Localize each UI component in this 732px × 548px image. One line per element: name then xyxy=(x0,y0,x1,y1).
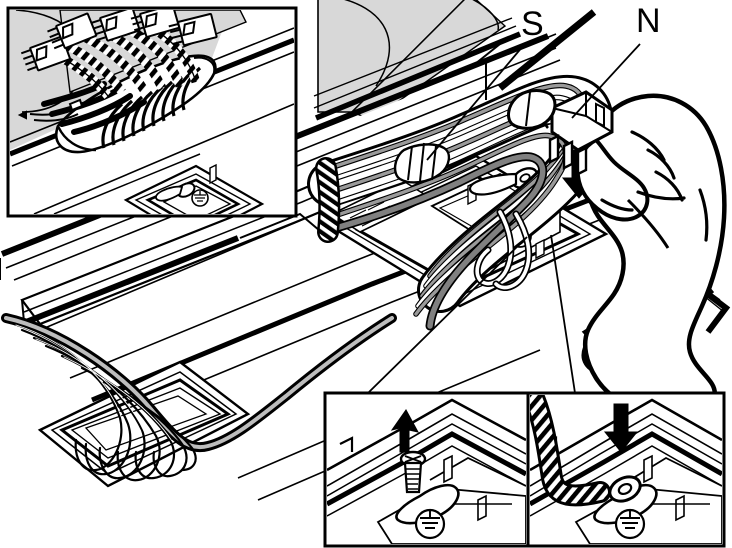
inset-terminal-well xyxy=(123,163,265,214)
inset-bottom-right xyxy=(526,391,726,548)
strain-relief-tab xyxy=(395,483,460,525)
inset-bottom-left xyxy=(323,391,530,548)
callout-leaders xyxy=(367,234,576,394)
label-N: N xyxy=(636,2,661,40)
cable-strain-relief-clamp xyxy=(393,142,451,184)
socket-outline xyxy=(507,89,557,130)
inset-loose-wires xyxy=(17,98,84,122)
label-leaders xyxy=(426,43,641,161)
hob-edge-line xyxy=(469,43,501,69)
ground-symbol-left xyxy=(414,508,446,540)
label-S: S xyxy=(521,5,544,43)
hob-edge-highlight xyxy=(497,9,597,91)
inset-connectors xyxy=(20,10,218,72)
hand xyxy=(575,93,727,418)
leader-S xyxy=(426,45,524,161)
ring-terminal xyxy=(608,475,642,503)
main-scene xyxy=(0,0,731,501)
leader-N xyxy=(571,43,641,119)
remove-screw-arrow xyxy=(390,409,419,453)
striped-ground-wire xyxy=(530,395,611,507)
wire-harness-left xyxy=(1,313,397,482)
leader-to-bottom-right-panel xyxy=(550,234,576,394)
ground-symbol-right xyxy=(614,508,646,540)
striped-ground-wire-main xyxy=(315,157,341,243)
ground-screw xyxy=(399,450,427,494)
leader-to-bottom-left-panel xyxy=(367,236,528,394)
burner-outline xyxy=(343,0,391,87)
fit-ground-wire-arrow xyxy=(603,403,639,453)
inset-top-left xyxy=(6,6,298,218)
